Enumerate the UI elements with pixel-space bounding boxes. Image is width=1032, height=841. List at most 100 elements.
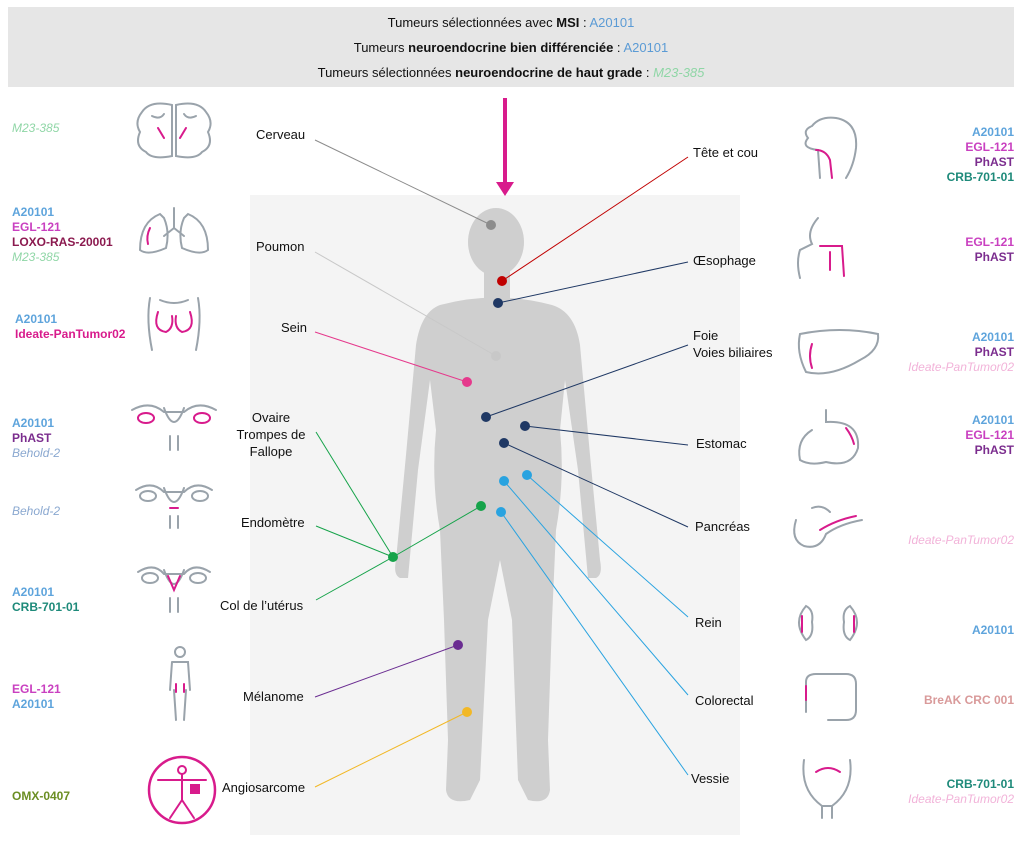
study-name: PhAST (974, 443, 1014, 457)
studies-col: A20101 CRB-701-01 (12, 585, 79, 615)
organ-label-endometre: Endomètre (241, 515, 305, 530)
header-text: Tumeurs sélectionnées avec (387, 15, 557, 30)
study-name: Ideate-PanTumor02 (15, 327, 126, 341)
organ-label-line: Foie (693, 328, 719, 343)
studies-tete: A20101 EGL-121 PhAST CRB-701-01 (947, 125, 1014, 185)
header-sep: : (642, 65, 654, 80)
bladder-icon (802, 759, 852, 819)
study-name: OMX-0407 (12, 789, 71, 803)
study-name: A20101 (12, 416, 55, 430)
dot-vessie (496, 507, 506, 517)
head-neck-icon (804, 116, 858, 179)
studies-pancreas: Ideate-PanTumor02 (908, 533, 1014, 548)
angiosarcoma-icon (147, 755, 217, 825)
header-text: Tumeurs (353, 40, 409, 55)
studies-sein: A20101 Ideate-PanTumor02 (15, 312, 125, 342)
studies-poumon: A20101 EGL-121 LOXO-RAS-20001 M23-385 (12, 205, 113, 265)
dot-foie (481, 412, 491, 422)
body-silhouette (395, 208, 601, 802)
left-icons (131, 102, 217, 825)
dot-colorectal (499, 476, 509, 486)
studies-foie: A20101 PhAST Ideate-PanTumor02 (908, 330, 1014, 375)
study-name: M23-385 (12, 250, 60, 264)
line-estomac (524, 425, 689, 446)
studies-estomac: A20101 EGL-121 PhAST (965, 413, 1014, 458)
line-cerveau (314, 139, 492, 226)
line-vessie (500, 511, 689, 776)
dot-angiosarcome (462, 707, 472, 717)
header-line-net: Tumeurs neuroendocrine bien différenciée… (8, 40, 1014, 55)
line-sein (314, 331, 468, 383)
organ-label-line: Ovaire (251, 410, 291, 425)
study-name: Behold-2 (12, 504, 61, 518)
right-icons (793, 116, 880, 819)
study-name: A20101 (15, 312, 58, 326)
line-rein (526, 474, 689, 618)
organ-label-line: Fallope (249, 444, 293, 459)
line-gyneco (392, 505, 482, 558)
study-name: Behold-2 (12, 446, 61, 460)
dot-poumon (491, 351, 501, 361)
organ-label-tete: Tête et cou (693, 145, 759, 160)
study-name: A20101 (12, 205, 55, 219)
dot-sein (462, 377, 472, 387)
studies-rein: A20101 (972, 623, 1014, 638)
study-name: PhAST (974, 250, 1014, 264)
line-ovaire (315, 431, 394, 558)
organ-label-foie: Foie Voies biliaires (693, 327, 773, 361)
endometrium-icon (135, 484, 213, 529)
study-name: A20101 (971, 125, 1014, 139)
line-oesophage (497, 261, 689, 304)
studies-ovaire: A20101 PhAST Behold-2 (12, 416, 60, 461)
esophagus-icon (797, 217, 845, 279)
study-name: EGL-121 (12, 682, 61, 696)
arrow-head (496, 182, 514, 196)
dot-gyneco-organ (476, 501, 486, 511)
organ-label-sein: Sein (281, 320, 308, 335)
study-name: PhAST (974, 345, 1014, 359)
study-name: A20101 (971, 413, 1014, 427)
organ-label-vessie: Vessie (691, 771, 730, 786)
organ-label-colorectal: Colorectal (695, 693, 754, 708)
line-angiosarcome (314, 711, 468, 788)
studies-colorectal: BreAK CRC 001 (924, 693, 1014, 708)
line-pancreas (503, 442, 689, 528)
organ-label-rein: Rein (695, 615, 722, 630)
study-name: Ideate-PanTumor02 (908, 533, 1014, 547)
studies-endometre: Behold-2 (12, 504, 60, 519)
line-endometre (315, 525, 394, 558)
study-name: M23-385 (12, 121, 60, 135)
studies-melanome: EGL-121 A20101 (12, 682, 61, 712)
line-tete (501, 156, 689, 282)
study-name: CRB-701-01 (12, 600, 80, 614)
melanoma-figure-icon (169, 646, 191, 721)
studies-cerveau: M23-385 (12, 121, 59, 136)
dot-gyneco-junction (388, 552, 398, 562)
line-foie (485, 344, 689, 418)
colon-icon (805, 673, 857, 721)
header-sep: : (613, 40, 624, 55)
lungs-icon (138, 207, 210, 254)
organ-label-estomac: Estomac (696, 436, 747, 451)
dot-cerveau (486, 220, 496, 230)
organ-label-oesophage: Œsophage (693, 253, 756, 268)
study-name: Ideate-PanTumor02 (908, 360, 1014, 374)
organ-label-cerveau: Cerveau (256, 127, 306, 142)
line-colorectal (503, 480, 689, 696)
dot-tete (497, 276, 507, 286)
study-name: CRB-701-01 (946, 170, 1014, 184)
dot-oesophage (493, 298, 503, 308)
study-name: LOXO-RAS-20001 (12, 235, 113, 249)
connector-lines (314, 139, 689, 788)
studies-oesophage: EGL-121 PhAST (965, 235, 1014, 265)
line-melanome (314, 644, 459, 698)
liver-icon (797, 329, 880, 375)
line-col (315, 556, 394, 601)
study-name: EGL-121 (965, 140, 1014, 154)
brain-icon (136, 102, 212, 159)
header-line-msi: Tumeurs sélectionnées avec MSI : A20101 (8, 15, 1014, 30)
study-name: A20101 (971, 623, 1014, 637)
organ-label-line: Trompes de (236, 427, 306, 442)
study-name: A20101 (12, 585, 55, 599)
